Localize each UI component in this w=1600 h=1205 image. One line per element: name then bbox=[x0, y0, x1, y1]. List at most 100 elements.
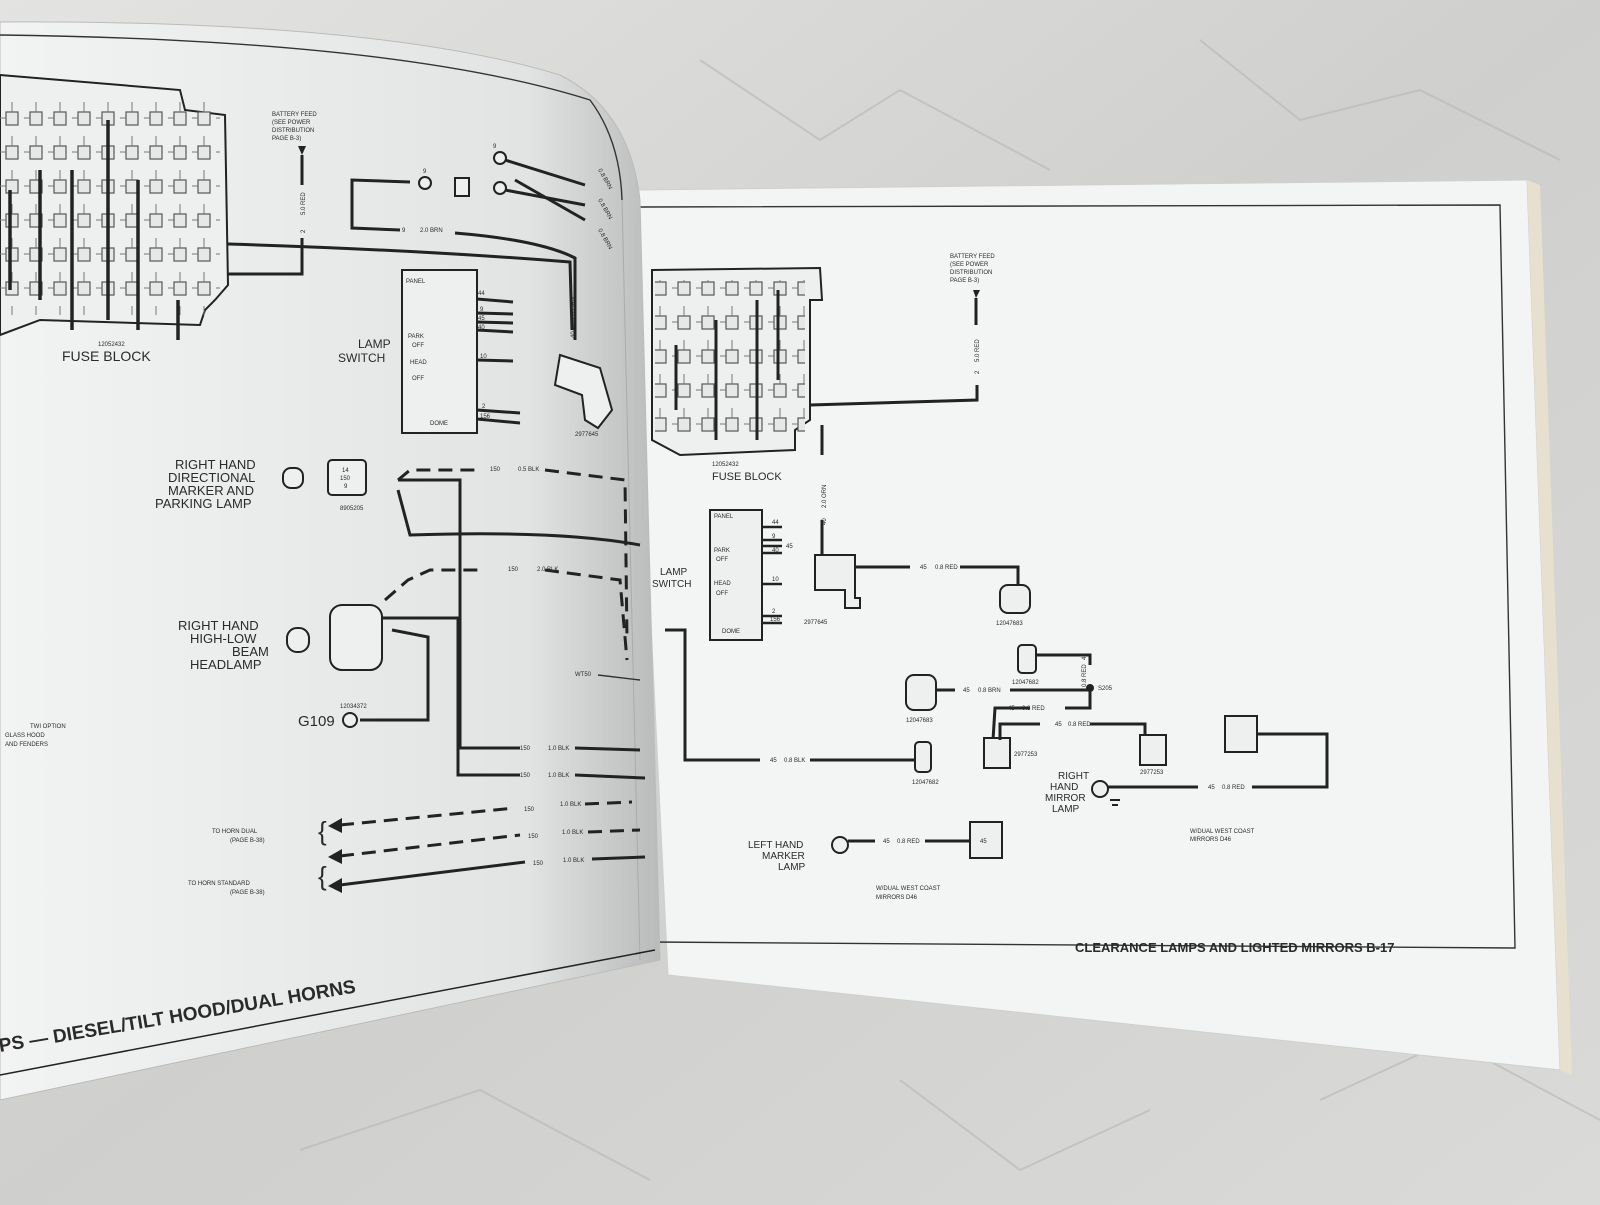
diagram-label: 150 bbox=[340, 476, 351, 482]
diagram-label: LEFT HAND bbox=[748, 840, 803, 851]
diagram-label: 2.0 BRN bbox=[420, 228, 443, 234]
diagram-line bbox=[553, 353, 614, 430]
diagram-label: PAGE B-3) bbox=[272, 136, 301, 142]
diagram-label: 0.8 RED bbox=[1082, 664, 1088, 687]
diagram-label: 0.8 BRN bbox=[978, 688, 1001, 694]
diagram-label: 150 bbox=[520, 773, 531, 779]
diagram-line bbox=[282, 467, 304, 489]
diagram-label: 12047683 bbox=[996, 621, 1023, 627]
diagram-line bbox=[1090, 722, 1147, 738]
diagram-label: 2977645 bbox=[804, 620, 828, 626]
diagram-label: 45 bbox=[1008, 706, 1015, 712]
diagram-line bbox=[621, 199, 641, 961]
diagram-label: PANEL bbox=[714, 514, 734, 520]
left-page: 12052432 FUSE BLOCK BATTERY FEED (SEE PO… bbox=[0, 21, 661, 1101]
fuse-block-right: 12052432 FUSE BLOCK bbox=[651, 266, 824, 483]
diagram-line bbox=[514, 178, 586, 222]
diagram-line bbox=[973, 290, 980, 298]
diagram-label: OFF bbox=[716, 591, 728, 597]
diagram-label: 156 bbox=[770, 617, 781, 623]
diagram-label: 150 bbox=[528, 834, 539, 840]
brace-icon: { bbox=[318, 861, 327, 891]
diagram-label: 1.0 BLK bbox=[548, 746, 569, 752]
diagram-label: 150 bbox=[520, 746, 531, 752]
diagram-line bbox=[1010, 688, 1092, 710]
diagram-line bbox=[339, 833, 521, 858]
diagram-line bbox=[397, 468, 480, 482]
lamp-switch-left: LAMP SWITCH PANEL PARK OFF HEAD OFF DOME… bbox=[338, 269, 521, 434]
diagram-line bbox=[476, 297, 514, 304]
diagram-line bbox=[8, 120, 180, 340]
diagram-label: 156 bbox=[480, 414, 491, 420]
diagram-line bbox=[401, 269, 478, 434]
diagram-line bbox=[476, 417, 521, 425]
diagram-label: 0.8 RED bbox=[1068, 722, 1091, 728]
connector-2977645-right: 2977645 bbox=[804, 554, 861, 626]
diagram-line bbox=[350, 178, 411, 232]
diagram-label: MIRROR bbox=[1045, 793, 1086, 804]
diagram-line bbox=[991, 706, 1030, 741]
diagram-label: 45 bbox=[478, 316, 485, 322]
diagram-line bbox=[228, 238, 304, 276]
diagram-label: 12047682 bbox=[1012, 680, 1039, 686]
diagram-label: PARK bbox=[408, 334, 424, 340]
diagram-label: 150 bbox=[490, 467, 501, 473]
diagram-line bbox=[328, 849, 342, 864]
diagram-label: S205 bbox=[1098, 686, 1113, 692]
diagram-label: 150 bbox=[524, 807, 535, 813]
connector-12047683-mid bbox=[905, 674, 937, 711]
diagram-line bbox=[665, 628, 760, 762]
ground-icon bbox=[1110, 799, 1120, 806]
diagram-line bbox=[476, 311, 514, 316]
diagram-label: (PAGE B-38) bbox=[230, 890, 265, 896]
diagram-label: 45 bbox=[1055, 722, 1062, 728]
diagram-line bbox=[396, 489, 641, 547]
diagram-label: 1.0 BLK bbox=[563, 858, 584, 864]
diagram-line bbox=[587, 828, 641, 834]
diagram-label: TO HORN STANDARD bbox=[188, 881, 250, 887]
fuse-block-label: FUSE BLOCK bbox=[62, 348, 151, 364]
connector-2977645-left: 2977645 bbox=[553, 353, 614, 438]
diagram-label: GLASS HOOD bbox=[5, 733, 45, 739]
diagram-label: DISTRIBUTION bbox=[950, 270, 992, 276]
diagram-line bbox=[809, 385, 979, 407]
diagram-label: MARKER bbox=[762, 851, 805, 862]
diagram-label: DOME bbox=[722, 629, 740, 635]
diagram-label: 2 bbox=[301, 229, 307, 233]
connector-mirror-left bbox=[969, 821, 1003, 859]
diagram-line bbox=[227, 242, 574, 331]
diagram-label: LAMP bbox=[1052, 804, 1080, 815]
diagram-line bbox=[699, 59, 1051, 171]
diagram-label: TWI OPTION bbox=[30, 724, 66, 730]
diagram-label: (SEE POWER bbox=[272, 120, 311, 126]
diagram-label: (PAGE B-38) bbox=[230, 838, 265, 844]
diagram-label: BEAM bbox=[232, 644, 269, 659]
diagram-label: 1.0 BLK bbox=[548, 773, 569, 779]
diagram-line bbox=[327, 459, 367, 496]
connector-2977253-left bbox=[983, 737, 1011, 769]
diagram-label: RIGHT HAND bbox=[175, 457, 256, 472]
fuse-block-part: 12052432 bbox=[98, 342, 125, 348]
diagram-line bbox=[286, 627, 310, 653]
diagram-line bbox=[0, 949, 656, 1076]
diagram-label: 1.0 BLK bbox=[560, 802, 581, 808]
diagram-line bbox=[476, 358, 514, 363]
diagram-line bbox=[328, 878, 342, 893]
diagram-label: BATTERY FEED bbox=[950, 254, 995, 260]
diagram-line bbox=[298, 146, 306, 155]
diagram-label: HAND bbox=[1050, 782, 1078, 793]
diagram-label: 12047683 bbox=[906, 718, 933, 724]
diagram-line bbox=[382, 616, 520, 777]
diagram-line bbox=[584, 800, 633, 806]
diagram-label: HEADLAMP bbox=[190, 657, 262, 672]
diagram-label: LAMP bbox=[358, 337, 391, 351]
diagram-label: 9 bbox=[493, 144, 497, 150]
diagram-line bbox=[1036, 653, 1092, 665]
diagram-line bbox=[476, 408, 521, 415]
connector-12047683-top bbox=[999, 584, 1031, 614]
diagram-label: 9 bbox=[402, 228, 406, 234]
diagram-label: 9 bbox=[480, 307, 484, 313]
connector-mirror-right bbox=[1224, 715, 1258, 753]
diagram-label: TO HORN DUAL bbox=[212, 829, 258, 835]
